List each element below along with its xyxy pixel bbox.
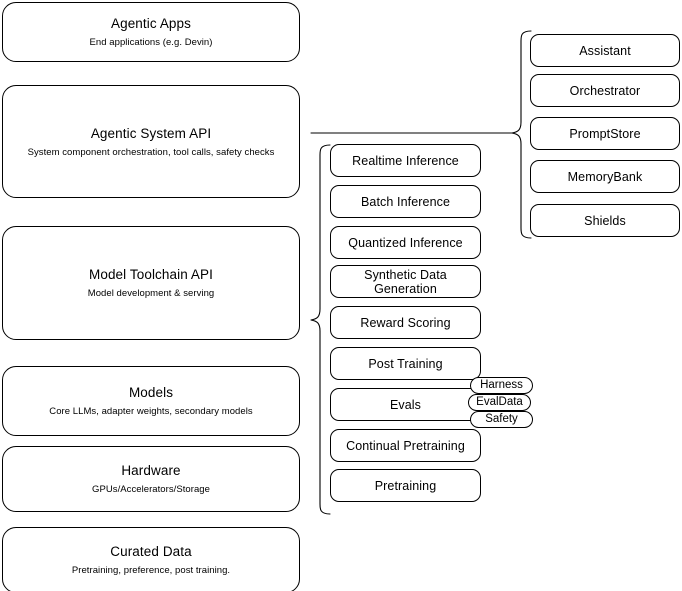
eval-tag-harness[interactable]: Harness [470,377,533,394]
item-label: Shields [584,213,626,228]
tag-label: EvalData [476,395,523,408]
item-label: MemoryBank [567,169,643,184]
layer-subtitle: Pretraining, preference, post training. [71,565,231,576]
system-item-orchestrator[interactable]: Orchestrator [530,74,680,107]
tag-label: Safety [485,412,518,425]
toolchain-items-brace [310,144,331,515]
item-label: Batch Inference [360,194,451,209]
item-label: Orchestrator [569,83,641,98]
eval-tag-safety[interactable]: Safety [470,411,533,428]
layer-title: Models [128,385,174,400]
layer-subtitle: End applications (e.g. Devin) [89,37,213,48]
layer-title: Hardware [121,463,181,478]
layer-model-toolchain-api[interactable]: Model Toolchain API Model development & … [2,226,300,340]
layer-agentic-system-api[interactable]: Agentic System API System component orch… [2,85,300,198]
item-label: Synthetic Data Generation [364,267,447,296]
layer-agentic-apps[interactable]: Agentic Apps End applications (e.g. Devi… [2,2,300,62]
layer-models[interactable]: Models Core LLMs, adapter weights, secon… [2,366,300,436]
toolchain-item-reward-scoring[interactable]: Reward Scoring [330,306,481,339]
toolchain-item-batch-inference[interactable]: Batch Inference [330,185,481,218]
item-label: Continual Pretraining [346,438,465,453]
item-label: Pretraining [374,478,437,493]
layer-subtitle: GPUs/Accelerators/Storage [92,484,210,495]
toolchain-item-synthetic-data-generation[interactable]: Synthetic Data Generation [330,265,481,298]
tag-label: Harness [480,378,523,391]
toolchain-item-realtime-inference[interactable]: Realtime Inference [330,144,481,177]
system-components-brace [511,30,532,239]
system-item-promptstore[interactable]: PromptStore [530,117,680,150]
item-label: Evals [389,397,422,412]
layer-curated-data[interactable]: Curated Data Pretraining, preference, po… [2,527,300,591]
layer-title: Agentic Apps [110,16,191,31]
layer-title: Curated Data [110,544,192,559]
layer-subtitle: Model development & serving [87,288,215,299]
eval-tag-evaldata[interactable]: EvalData [468,394,531,411]
item-label: Quantized Inference [348,235,463,250]
layer-title: Model Toolchain API [89,267,213,282]
toolchain-item-evals[interactable]: Evals [330,388,481,421]
layer-title: Agentic System API [90,125,212,141]
toolchain-item-continual-pretraining[interactable]: Continual Pretraining [330,429,481,462]
layer-subtitle: System component orchestration, tool cal… [27,146,275,158]
system-item-memorybank[interactable]: MemoryBank [530,160,680,193]
layer-subtitle: Core LLMs, adapter weights, secondary mo… [49,406,253,417]
item-label: Post Training [368,356,443,371]
toolchain-item-post-training[interactable]: Post Training [330,347,481,380]
item-label: Reward Scoring [360,315,451,330]
layer-hardware[interactable]: Hardware GPUs/Accelerators/Storage [2,446,300,512]
system-item-shields[interactable]: Shields [530,204,680,237]
system-item-assistant[interactable]: Assistant [530,34,680,67]
toolchain-item-quantized-inference[interactable]: Quantized Inference [330,226,481,259]
item-label: Realtime Inference [352,153,459,168]
toolchain-item-pretraining[interactable]: Pretraining [330,469,481,502]
item-label: Assistant [579,43,631,58]
item-label: PromptStore [569,126,641,141]
